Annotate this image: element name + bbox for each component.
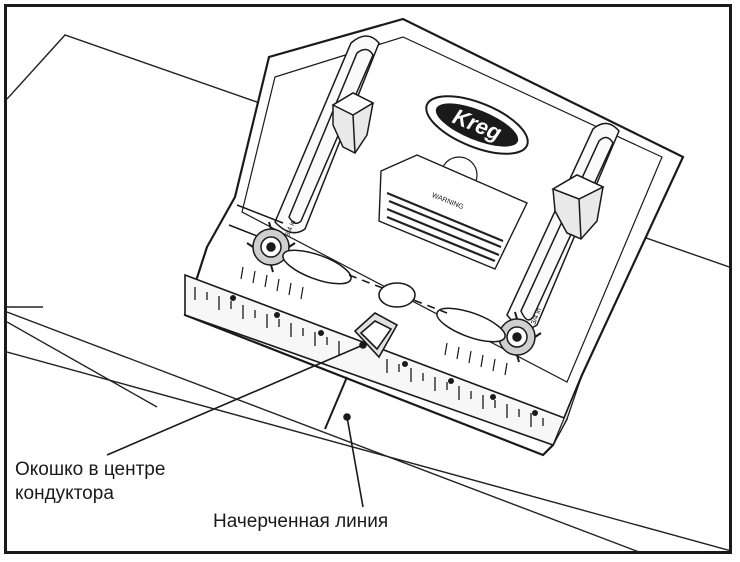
callout-scribed-line: Начерченная линия xyxy=(213,511,389,532)
callout-window-center: Окошко в центре кондуктора xyxy=(15,458,165,506)
center-hole xyxy=(378,282,416,308)
figure-frame: Kreg WARNING 3/4 in 3/4 in Окошко в xyxy=(4,4,732,554)
callout-window-line1: Окошко в центре xyxy=(15,459,166,480)
left-lock-knob xyxy=(246,221,296,273)
depth-marks-right xyxy=(444,342,508,376)
callout-leaders xyxy=(106,341,367,508)
jig-illustration: Kreg WARNING 3/4 in 3/4 in xyxy=(7,17,729,551)
kreg-logo: Kreg xyxy=(425,95,529,155)
right-drill-guide-block xyxy=(551,174,605,240)
dashed-centerline xyxy=(348,274,448,314)
oval-slots xyxy=(282,249,506,343)
callout-window-line2: кондуктора xyxy=(15,483,114,504)
warning-label: WARNING xyxy=(378,154,528,270)
ruler-ticks xyxy=(194,287,544,427)
left-drill-guide-block xyxy=(331,92,375,154)
depth-marks-left xyxy=(240,266,304,300)
scribed-line xyxy=(324,376,348,430)
ruler-dots xyxy=(230,295,538,416)
center-window xyxy=(353,312,399,359)
left-drill-guide-slot xyxy=(228,35,380,244)
